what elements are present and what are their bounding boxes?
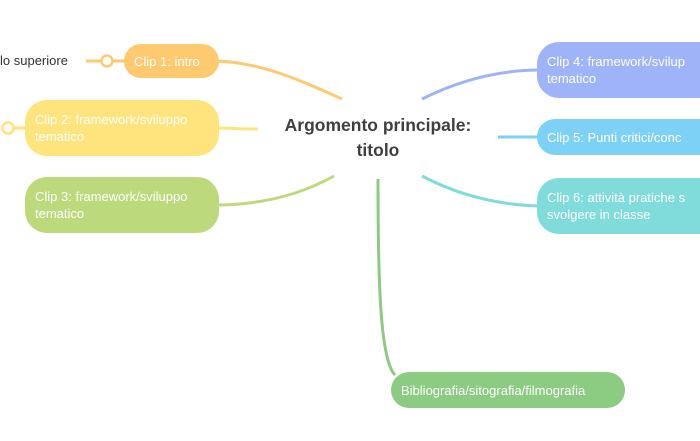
link-clip1 — [214, 59, 343, 101]
collapse-handle-clip2[interactable] — [1, 121, 15, 135]
node-bibliografia-label: Bibliografia/sitografia/filmografia — [401, 382, 586, 398]
collapse-handle-clip1[interactable] — [100, 54, 114, 68]
node-clip2-line1: Clip 2: framework/sviluppo — [35, 112, 188, 127]
link-clip4 — [421, 68, 541, 101]
node-bibliografia[interactable]: Bibliografia/sitografia/filmografia — [391, 372, 625, 408]
node-clip6-line1: Clip 6: attività pratiche s — [547, 190, 686, 205]
node-clip2-line2: tematico — [35, 129, 85, 144]
node-clip5[interactable]: Clip 5: Punti critici/conc — [537, 119, 700, 155]
node-clip3-line1: Clip 3: framework/sviluppo — [35, 189, 188, 204]
link-clip6 — [421, 174, 541, 208]
node-clip4-line1: Clip 4: framework/svilup — [547, 54, 685, 69]
node-clip2[interactable]: Clip 2: framework/sviluppo tematico — [25, 100, 219, 156]
link-biblio — [376, 178, 397, 377]
node-clip3-line2: tematico — [35, 206, 85, 221]
node-clip1[interactable]: Clip 1: intro — [124, 44, 219, 78]
node-clip4-line2: tematico — [547, 71, 597, 86]
central-topic-line1: Argomento principale: — [284, 115, 472, 135]
node-clip1-label: Clip 1: intro — [134, 53, 200, 69]
node-clip6[interactable]: Clip 6: attività pratiche s svolgere in … — [537, 178, 700, 234]
node-clip3[interactable]: Clip 3: framework/sviluppo tematico — [25, 177, 219, 233]
node-clip6-line2: svolgere in classe — [547, 207, 651, 222]
central-topic[interactable]: Argomento principale: titolo — [258, 113, 498, 163]
external-node-label[interactable]: lo superiore — [0, 53, 68, 68]
central-topic-line2: titolo — [356, 140, 400, 160]
node-clip5-label: Clip 5: Punti critici/conc — [547, 129, 682, 145]
link-clip2 — [214, 126, 259, 131]
link-clip3 — [214, 174, 335, 207]
node-clip4[interactable]: Clip 4: framework/svilup tematico — [537, 42, 700, 98]
